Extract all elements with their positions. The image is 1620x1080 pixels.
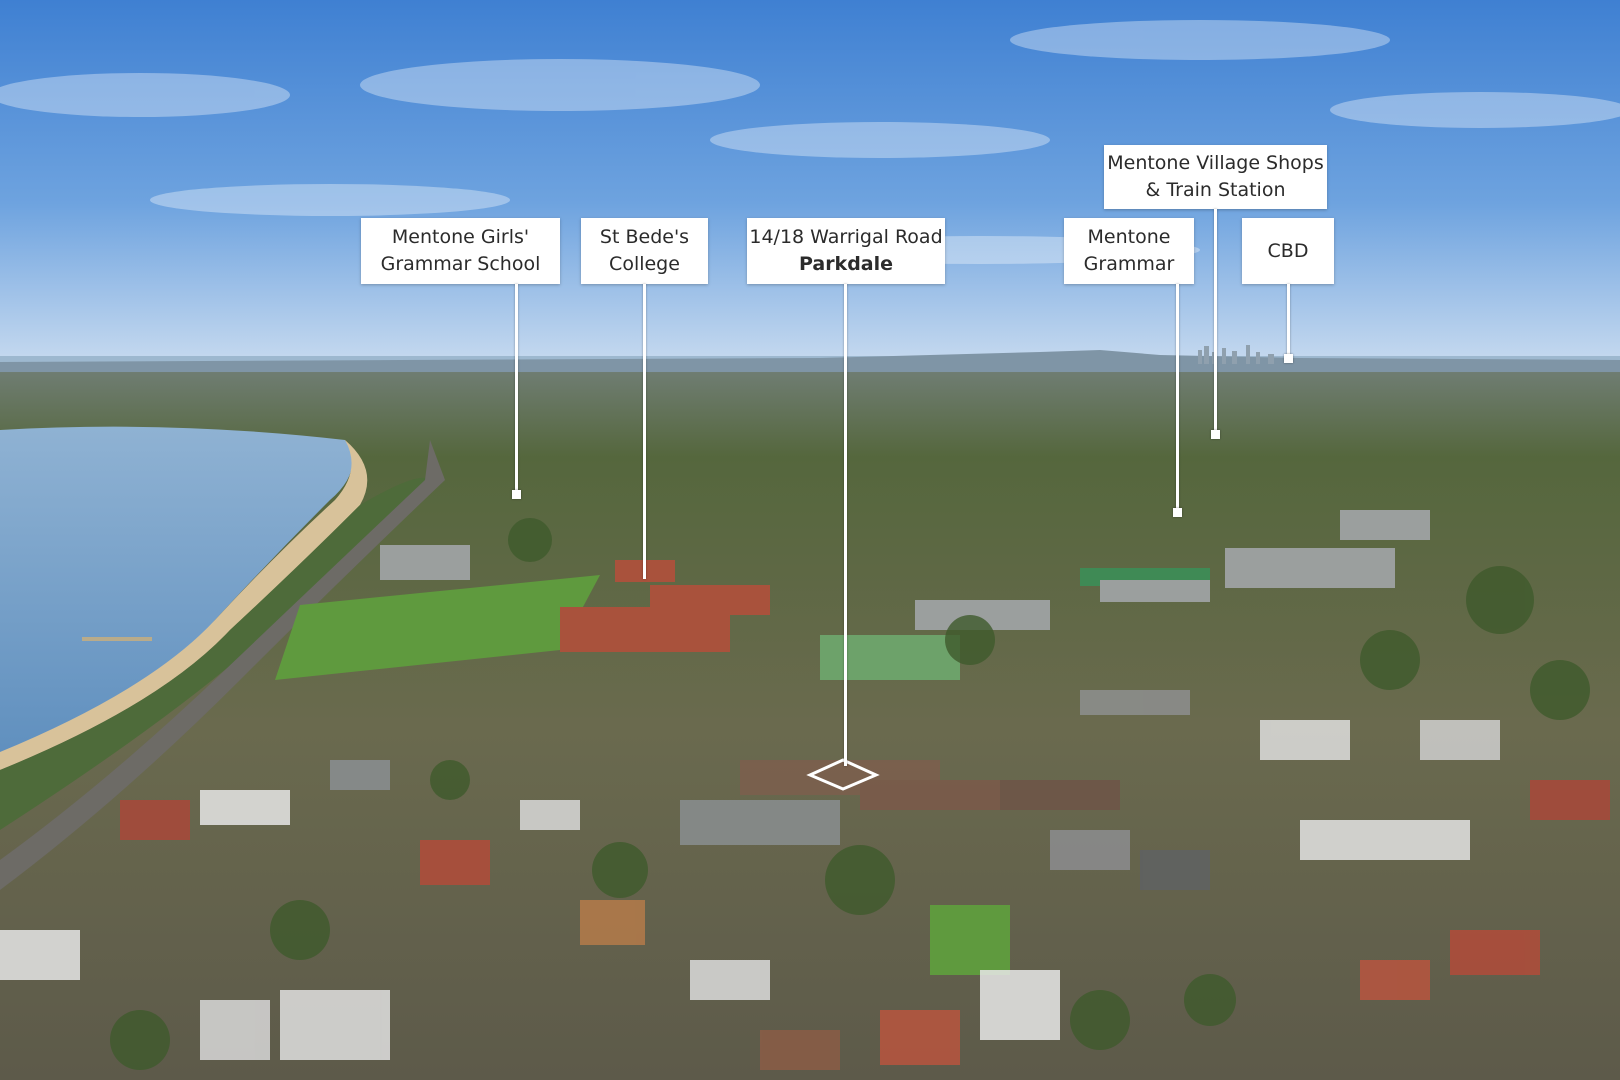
callout-line: Mentone Village Shops <box>1107 152 1324 174</box>
marker-mentone-grammar <box>1173 508 1182 517</box>
callout-line: Grammar <box>1083 253 1175 275</box>
school-buildings <box>560 560 770 652</box>
bay-water <box>0 426 353 760</box>
beach-road <box>0 440 445 890</box>
callout-property-address: 14/18 Warrigal Road Parkdale <box>747 218 945 284</box>
callout-mentone-girls-grammar: Mentone Girls' Grammar School <box>361 218 560 284</box>
callout-cbd: CBD <box>1242 218 1334 284</box>
leader-mentone-grammar <box>1176 284 1179 512</box>
beach <box>0 440 368 770</box>
leader-mentone-girls-grammar <box>515 284 518 494</box>
marker-mentone-village-shops <box>1211 430 1220 439</box>
leader-cbd <box>1287 284 1290 358</box>
callout-line: Mentone <box>1087 226 1171 248</box>
marker-cbd <box>1284 354 1293 363</box>
garden-court <box>930 905 1010 975</box>
property-marker <box>806 758 880 791</box>
callout-st-bedes-college: St Bede's College <box>581 218 708 284</box>
callout-line: 14/18 Warrigal Road <box>749 226 943 248</box>
callout-line: St Bede's <box>599 226 690 248</box>
house-roofs <box>0 690 1610 1070</box>
leader-property-address <box>844 284 847 766</box>
marker-mentone-girls-grammar <box>512 490 521 499</box>
school-oval <box>275 575 600 680</box>
callout-line: & Train Station <box>1145 179 1286 201</box>
callout-line: Mentone Girls' <box>391 226 530 248</box>
callout-mentone-grammar: Mentone Grammar <box>1064 218 1194 284</box>
callout-line: College <box>609 253 680 275</box>
foreshore <box>0 477 430 830</box>
jetty <box>82 637 152 641</box>
sky <box>0 0 1620 370</box>
callout-line: Grammar School <box>380 253 541 275</box>
callout-line: CBD <box>1267 239 1309 262</box>
sports-courts <box>820 635 960 680</box>
callout-line-bold: Parkdale <box>798 253 894 275</box>
leader-st-bedes-college <box>643 284 646 579</box>
trees <box>110 518 1590 1070</box>
roofs-grey <box>380 510 1430 630</box>
callout-mentone-village-shops: Mentone Village Shops & Train Station <box>1104 145 1327 209</box>
leader-mentone-village-shops <box>1214 209 1217 434</box>
